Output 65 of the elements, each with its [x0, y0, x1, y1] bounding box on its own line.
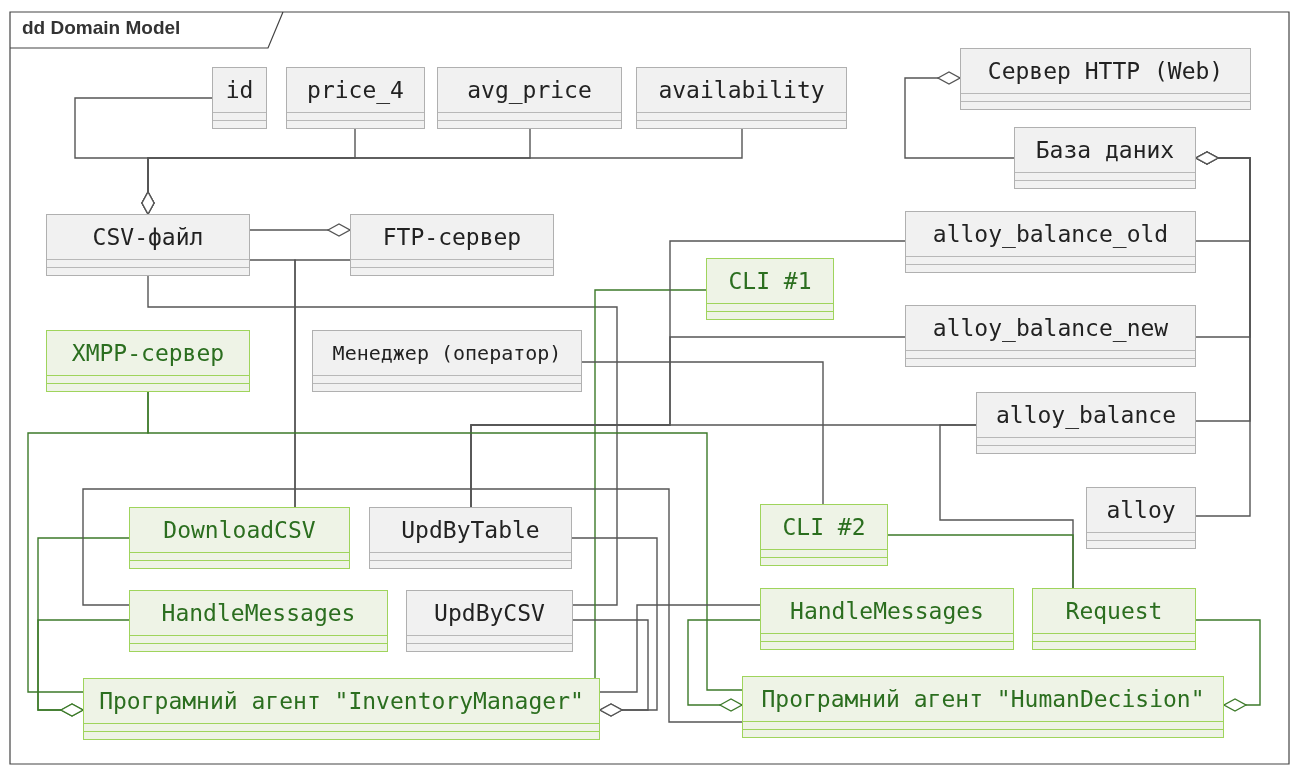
class-box [406, 590, 573, 652]
class-box [760, 588, 1014, 650]
class-box [212, 67, 267, 129]
association-line [37, 619, 130, 717]
class-box [760, 504, 888, 566]
class-box [129, 590, 388, 652]
class-box [905, 305, 1196, 367]
association-line [572, 619, 649, 717]
association-line [82, 488, 743, 723]
class-name: DownloadCSV [163, 517, 316, 543]
association-line [581, 361, 824, 505]
association-line [147, 275, 618, 606]
class-name: alloy_balance_new [932, 315, 1169, 341]
class-box [706, 258, 834, 320]
association-line [1195, 619, 1261, 712]
class-name: id [225, 77, 254, 103]
class-name: HandleMessages [790, 598, 984, 624]
class-name: UpdByTable [401, 517, 540, 543]
class-name: alloy_balance [996, 402, 1176, 428]
class-box [46, 330, 250, 392]
class-box [350, 214, 554, 276]
frame-title: dd Domain Model [22, 17, 181, 39]
class-box [976, 392, 1196, 454]
association-line [147, 391, 743, 691]
class-name: Менеджер (оператор) [332, 341, 562, 365]
class-name: alloy_balance_old [932, 221, 1169, 247]
class-box [129, 507, 350, 569]
class-name: UpdByCSV [434, 600, 545, 626]
class-box [742, 676, 1224, 738]
class-box [46, 214, 250, 276]
association-line [141, 128, 743, 215]
association-line [594, 289, 707, 679]
class-name: Програмний агент "HumanDecision" [761, 686, 1205, 712]
class-box [1086, 487, 1196, 549]
class-box [960, 48, 1251, 110]
class-name: Сервер HTTP (Web) [987, 58, 1224, 84]
association-line [249, 223, 351, 237]
class-name: CLI #1 [728, 268, 812, 294]
association-line [687, 619, 761, 712]
association-line [887, 534, 1074, 589]
class-name: XMPP-сервер [71, 340, 225, 366]
class-box [1032, 588, 1196, 650]
class-box [1014, 127, 1196, 189]
class-name: alloy [1106, 497, 1176, 523]
class-name: avg_price [467, 77, 592, 103]
class-box [83, 678, 600, 740]
association-line [904, 71, 1015, 159]
class-name: Request [1065, 598, 1163, 624]
class-box [905, 211, 1196, 273]
association-line [599, 604, 761, 693]
class-name: availability [658, 77, 825, 103]
class-box [437, 67, 622, 129]
class-name: price_4 [307, 77, 404, 103]
class-box [312, 330, 582, 392]
class-box [286, 67, 425, 129]
class-box [636, 67, 847, 129]
association-line [294, 259, 351, 508]
class-name: Програмний агент "InventoryManager" [99, 688, 584, 714]
class-box [369, 507, 572, 569]
class-name: CLI #2 [782, 514, 866, 540]
class-name: HandleMessages [161, 600, 356, 626]
association-line [1195, 151, 1251, 517]
class-name: CSV-файл [92, 224, 204, 250]
class-name: База даних [1035, 137, 1175, 163]
class-name: FTP-сервер [382, 224, 522, 250]
